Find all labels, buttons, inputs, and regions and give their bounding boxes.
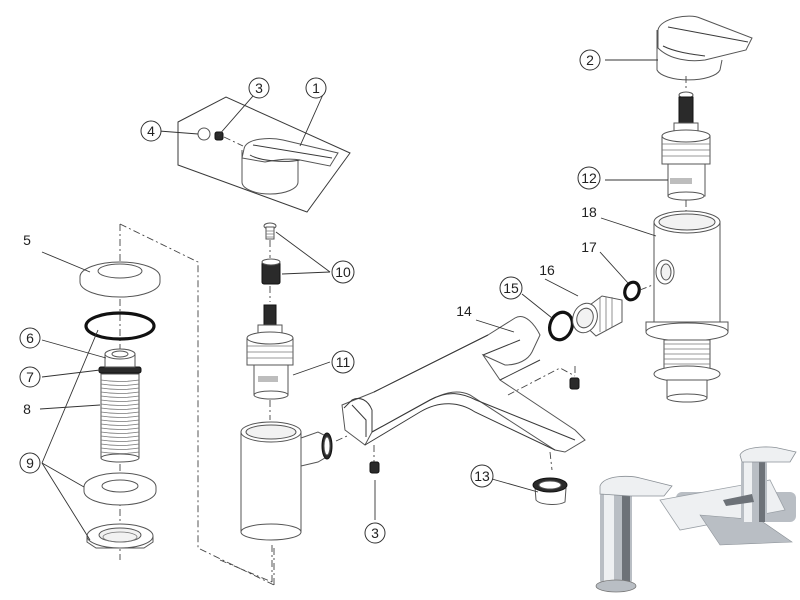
svg-text:13: 13	[474, 468, 490, 484]
callout-7: 7	[19, 366, 41, 388]
callout-17: 17	[581, 239, 597, 255]
callout-3-top: 3	[248, 77, 270, 99]
part-9-back-nut	[86, 523, 154, 549]
tail-thread-line	[100, 379, 140, 382]
tail-thread-line	[100, 427, 140, 430]
part-15-o-ring	[548, 310, 574, 342]
callout-6: 6	[19, 327, 41, 349]
leader-lines	[39, 59, 668, 541]
tail-thread-line	[100, 387, 140, 390]
callout-4: 4	[140, 120, 162, 142]
tail-thread-line	[100, 435, 140, 438]
hot-valve-body	[240, 421, 333, 541]
part-13-aerator	[532, 477, 568, 505]
svg-text:6: 6	[26, 330, 34, 346]
callout-12: 12	[577, 166, 601, 190]
callout-18: 18	[581, 204, 597, 220]
part-1-hot-handle	[177, 96, 351, 213]
callout-16: 16	[539, 262, 555, 278]
callout-3-bottom: 3	[364, 522, 386, 544]
svg-text:2: 2	[586, 52, 594, 68]
svg-text:17: 17	[581, 239, 597, 255]
svg-text:1: 1	[312, 80, 320, 96]
part-2-cold-handle	[656, 15, 753, 81]
tail-thread-line	[100, 399, 140, 402]
part-18-cold-valve-body	[645, 210, 729, 403]
tail-thread-line	[100, 451, 140, 454]
callout-13: 13	[470, 464, 494, 488]
tail-thread-line	[100, 415, 140, 418]
svg-text:15: 15	[503, 280, 519, 296]
tail-thread-line	[100, 395, 140, 398]
svg-text:3: 3	[255, 80, 263, 96]
tail-thread-line	[100, 407, 140, 410]
tail-thread-line	[100, 447, 140, 450]
callout-2: 2	[579, 49, 601, 71]
callout-10: 10	[331, 260, 355, 284]
svg-text:7: 7	[26, 369, 34, 385]
tail-thread-line	[100, 391, 140, 394]
tail-thread-line	[100, 403, 140, 406]
tail-thread-line	[100, 411, 140, 414]
svg-text:12: 12	[581, 170, 597, 186]
svg-text:10: 10	[335, 264, 351, 280]
assembled-tap-photo	[595, 446, 797, 593]
part-14-spout-body	[341, 316, 586, 453]
svg-text:3: 3	[371, 525, 379, 541]
callout-14: 14	[456, 303, 472, 319]
svg-text:11: 11	[336, 354, 351, 370]
part-12-cold-cartridge	[661, 91, 711, 201]
svg-text:5: 5	[23, 232, 31, 248]
tail-thread-line	[100, 423, 140, 426]
part-4-indicator-cap	[197, 127, 211, 141]
callout-5: 5	[23, 232, 31, 248]
svg-text:4: 4	[147, 123, 155, 139]
svg-text:8: 8	[23, 401, 31, 417]
tail-thread-line	[100, 439, 140, 442]
callout-8: 8	[23, 401, 31, 417]
tail-thread-line	[100, 443, 140, 446]
callout-9: 9	[19, 452, 41, 474]
part-16-connector	[572, 295, 623, 337]
part-10-screw	[263, 222, 277, 240]
svg-text:9: 9	[26, 455, 34, 471]
tail-o-ring	[84, 311, 156, 341]
svg-text:14: 14	[456, 303, 472, 319]
part-3-grub-screw-top	[214, 131, 244, 147]
callout-11: 11	[331, 350, 355, 374]
part-17-o-ring	[623, 280, 641, 302]
part-10-spline-adaptor	[261, 258, 281, 285]
part-8-threaded-tail	[98, 348, 142, 463]
callout-15: 15	[499, 276, 523, 300]
part-11-hot-cartridge	[246, 304, 294, 400]
svg-text:18: 18	[581, 204, 597, 220]
spout-grub-screw-guide	[507, 366, 580, 396]
part-5-base-plate	[79, 261, 161, 298]
part-3-grub-screw-bottom	[369, 461, 380, 474]
callout-1: 1	[305, 77, 327, 99]
tail-thread-line	[100, 431, 140, 434]
tail-thread-line	[100, 383, 140, 386]
part-9-washer	[83, 472, 157, 506]
tail-thread-line	[100, 419, 140, 422]
svg-text:16: 16	[539, 262, 555, 278]
